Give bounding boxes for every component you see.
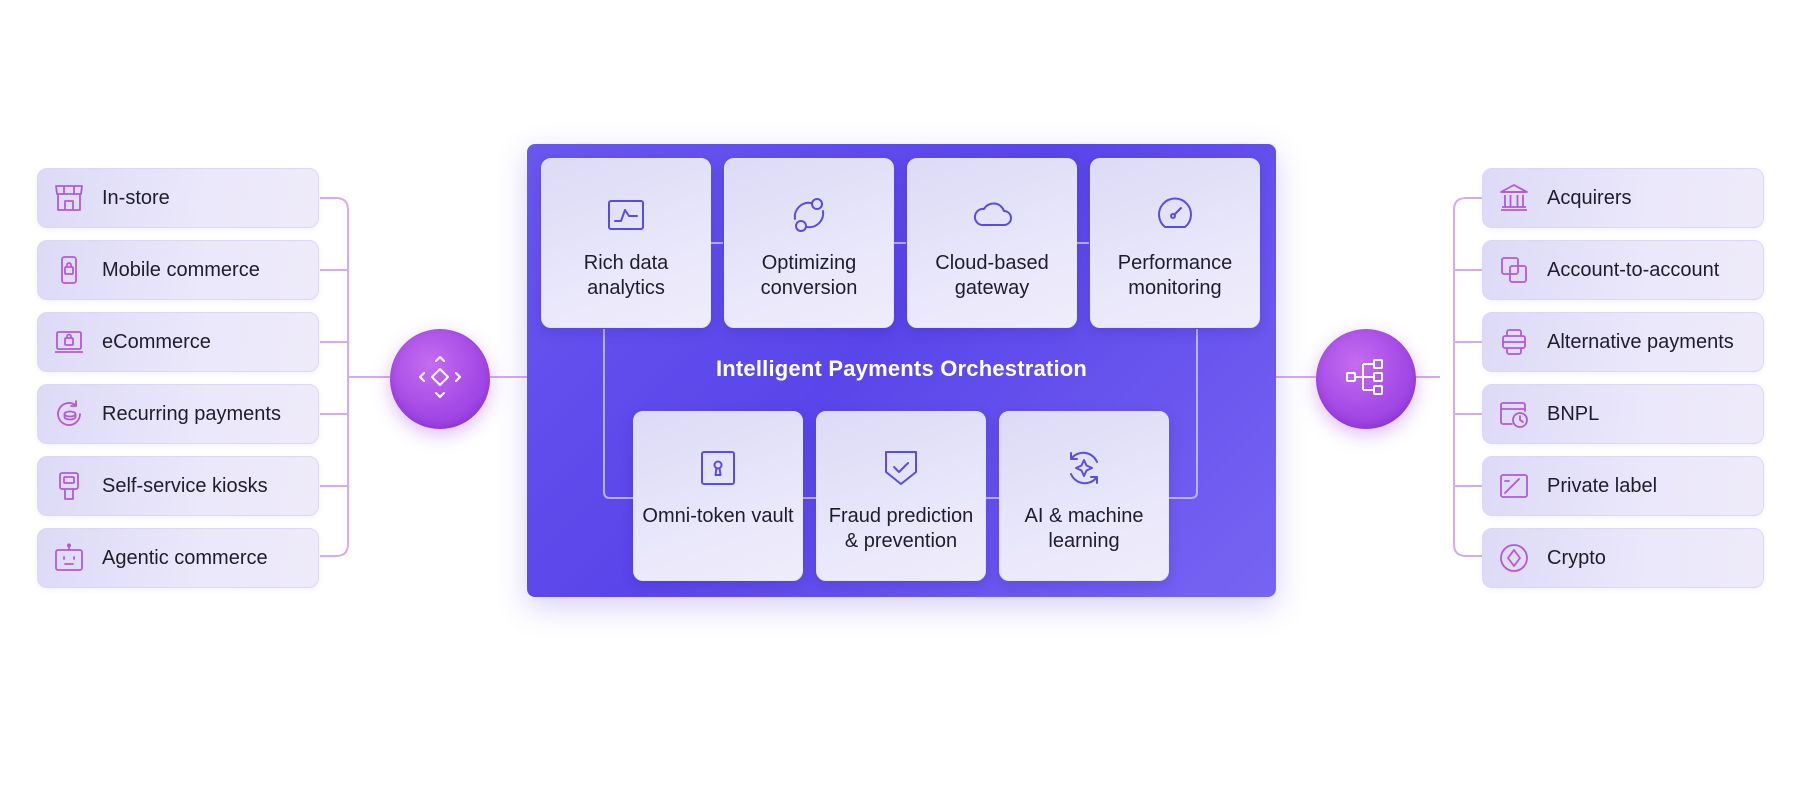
provider-private-label: Private label xyxy=(1482,456,1764,516)
channel-label: eCommerce xyxy=(102,330,211,353)
channel-recurring-payments: Recurring payments xyxy=(37,384,319,444)
mobile-bag-icon xyxy=(52,253,86,287)
provider-label: Account-to-account xyxy=(1547,258,1720,281)
feature-card-fraud-prediction-prevention: Fraud prediction & prevention xyxy=(816,411,986,581)
wallet-icon xyxy=(1497,325,1531,359)
cloud-icon xyxy=(970,193,1014,237)
channel-mobile-commerce: Mobile commerce xyxy=(37,240,319,300)
channel-in-store: In-store xyxy=(37,168,319,228)
provider-label: BNPL xyxy=(1547,402,1600,425)
card-label: Omni-token vault xyxy=(642,505,794,527)
gauge-icon xyxy=(1153,193,1197,237)
provider-label: Crypto xyxy=(1547,546,1606,569)
channel-agentic-commerce: Agentic commerce xyxy=(37,528,319,588)
card-label: Rich data analytics xyxy=(583,252,669,299)
shield-check-icon xyxy=(879,446,923,490)
kiosk-icon xyxy=(52,469,86,503)
feature-card-optimizing-conversion: Optimizing conversion xyxy=(724,158,894,328)
conversion-cycle-icon xyxy=(787,193,831,237)
hierarchy-network-icon xyxy=(1343,354,1389,405)
card-label: Fraud prediction & prevention xyxy=(828,505,974,552)
channel-label: Agentic commerce xyxy=(102,546,268,569)
recurring-coin-icon xyxy=(52,397,86,431)
feature-card-cloud-based-gateway: Cloud-based gateway xyxy=(907,158,1077,328)
routing-diamond-icon xyxy=(417,354,463,405)
channel-self-service-kiosks: Self-service kiosks xyxy=(37,456,319,516)
robot-icon xyxy=(52,541,86,575)
storefront-icon xyxy=(52,181,86,215)
card-label: Cloud-based gateway xyxy=(935,252,1049,299)
provider-alternative-payments: Alternative payments xyxy=(1482,312,1764,372)
feature-card-performance-monitoring: Performance monitoring xyxy=(1090,158,1260,328)
orchestration-panel: Rich data analytics Optimizing conversio… xyxy=(527,144,1276,597)
left-hub xyxy=(390,329,490,429)
feature-card-omni-token-vault: Omni-token vault xyxy=(633,411,803,581)
panel-title: Intelligent Payments Orchestration xyxy=(715,356,1088,381)
provider-acquirers: Acquirers xyxy=(1482,168,1764,228)
channel-label: Mobile commerce xyxy=(102,258,260,281)
channel-label: Recurring payments xyxy=(102,402,281,425)
private-label-card-icon xyxy=(1497,469,1531,503)
calendar-clock-icon xyxy=(1497,397,1531,431)
feature-card-ai-machine-learning: AI & machine learning xyxy=(999,411,1169,581)
account-transfer-icon xyxy=(1497,253,1531,287)
provider-crypto: Crypto xyxy=(1482,528,1764,588)
right-hub xyxy=(1316,329,1416,429)
feature-card-rich-data-analytics: Rich data analytics xyxy=(541,158,711,328)
provider-label: Private label xyxy=(1547,474,1658,497)
bank-icon xyxy=(1497,181,1531,215)
vault-keyhole-icon xyxy=(696,446,740,490)
channel-label: Self-service kiosks xyxy=(102,474,268,497)
card-label: Optimizing conversion xyxy=(760,252,858,299)
ai-sparkle-cycle-icon xyxy=(1062,446,1106,490)
analytics-chart-icon xyxy=(604,193,648,237)
provider-label: Alternative payments xyxy=(1547,330,1734,353)
provider-label: Acquirers xyxy=(1547,186,1632,209)
provider-account-to-account: Account-to-account xyxy=(1482,240,1764,300)
card-label: AI & machine learning xyxy=(1024,505,1144,552)
channel-label: In-store xyxy=(102,186,170,209)
channel-ecommerce: eCommerce xyxy=(37,312,319,372)
laptop-bag-icon xyxy=(52,325,86,359)
crypto-coin-icon xyxy=(1497,541,1531,575)
provider-bnpl: BNPL xyxy=(1482,384,1764,444)
card-label: Performance monitoring xyxy=(1117,252,1233,299)
